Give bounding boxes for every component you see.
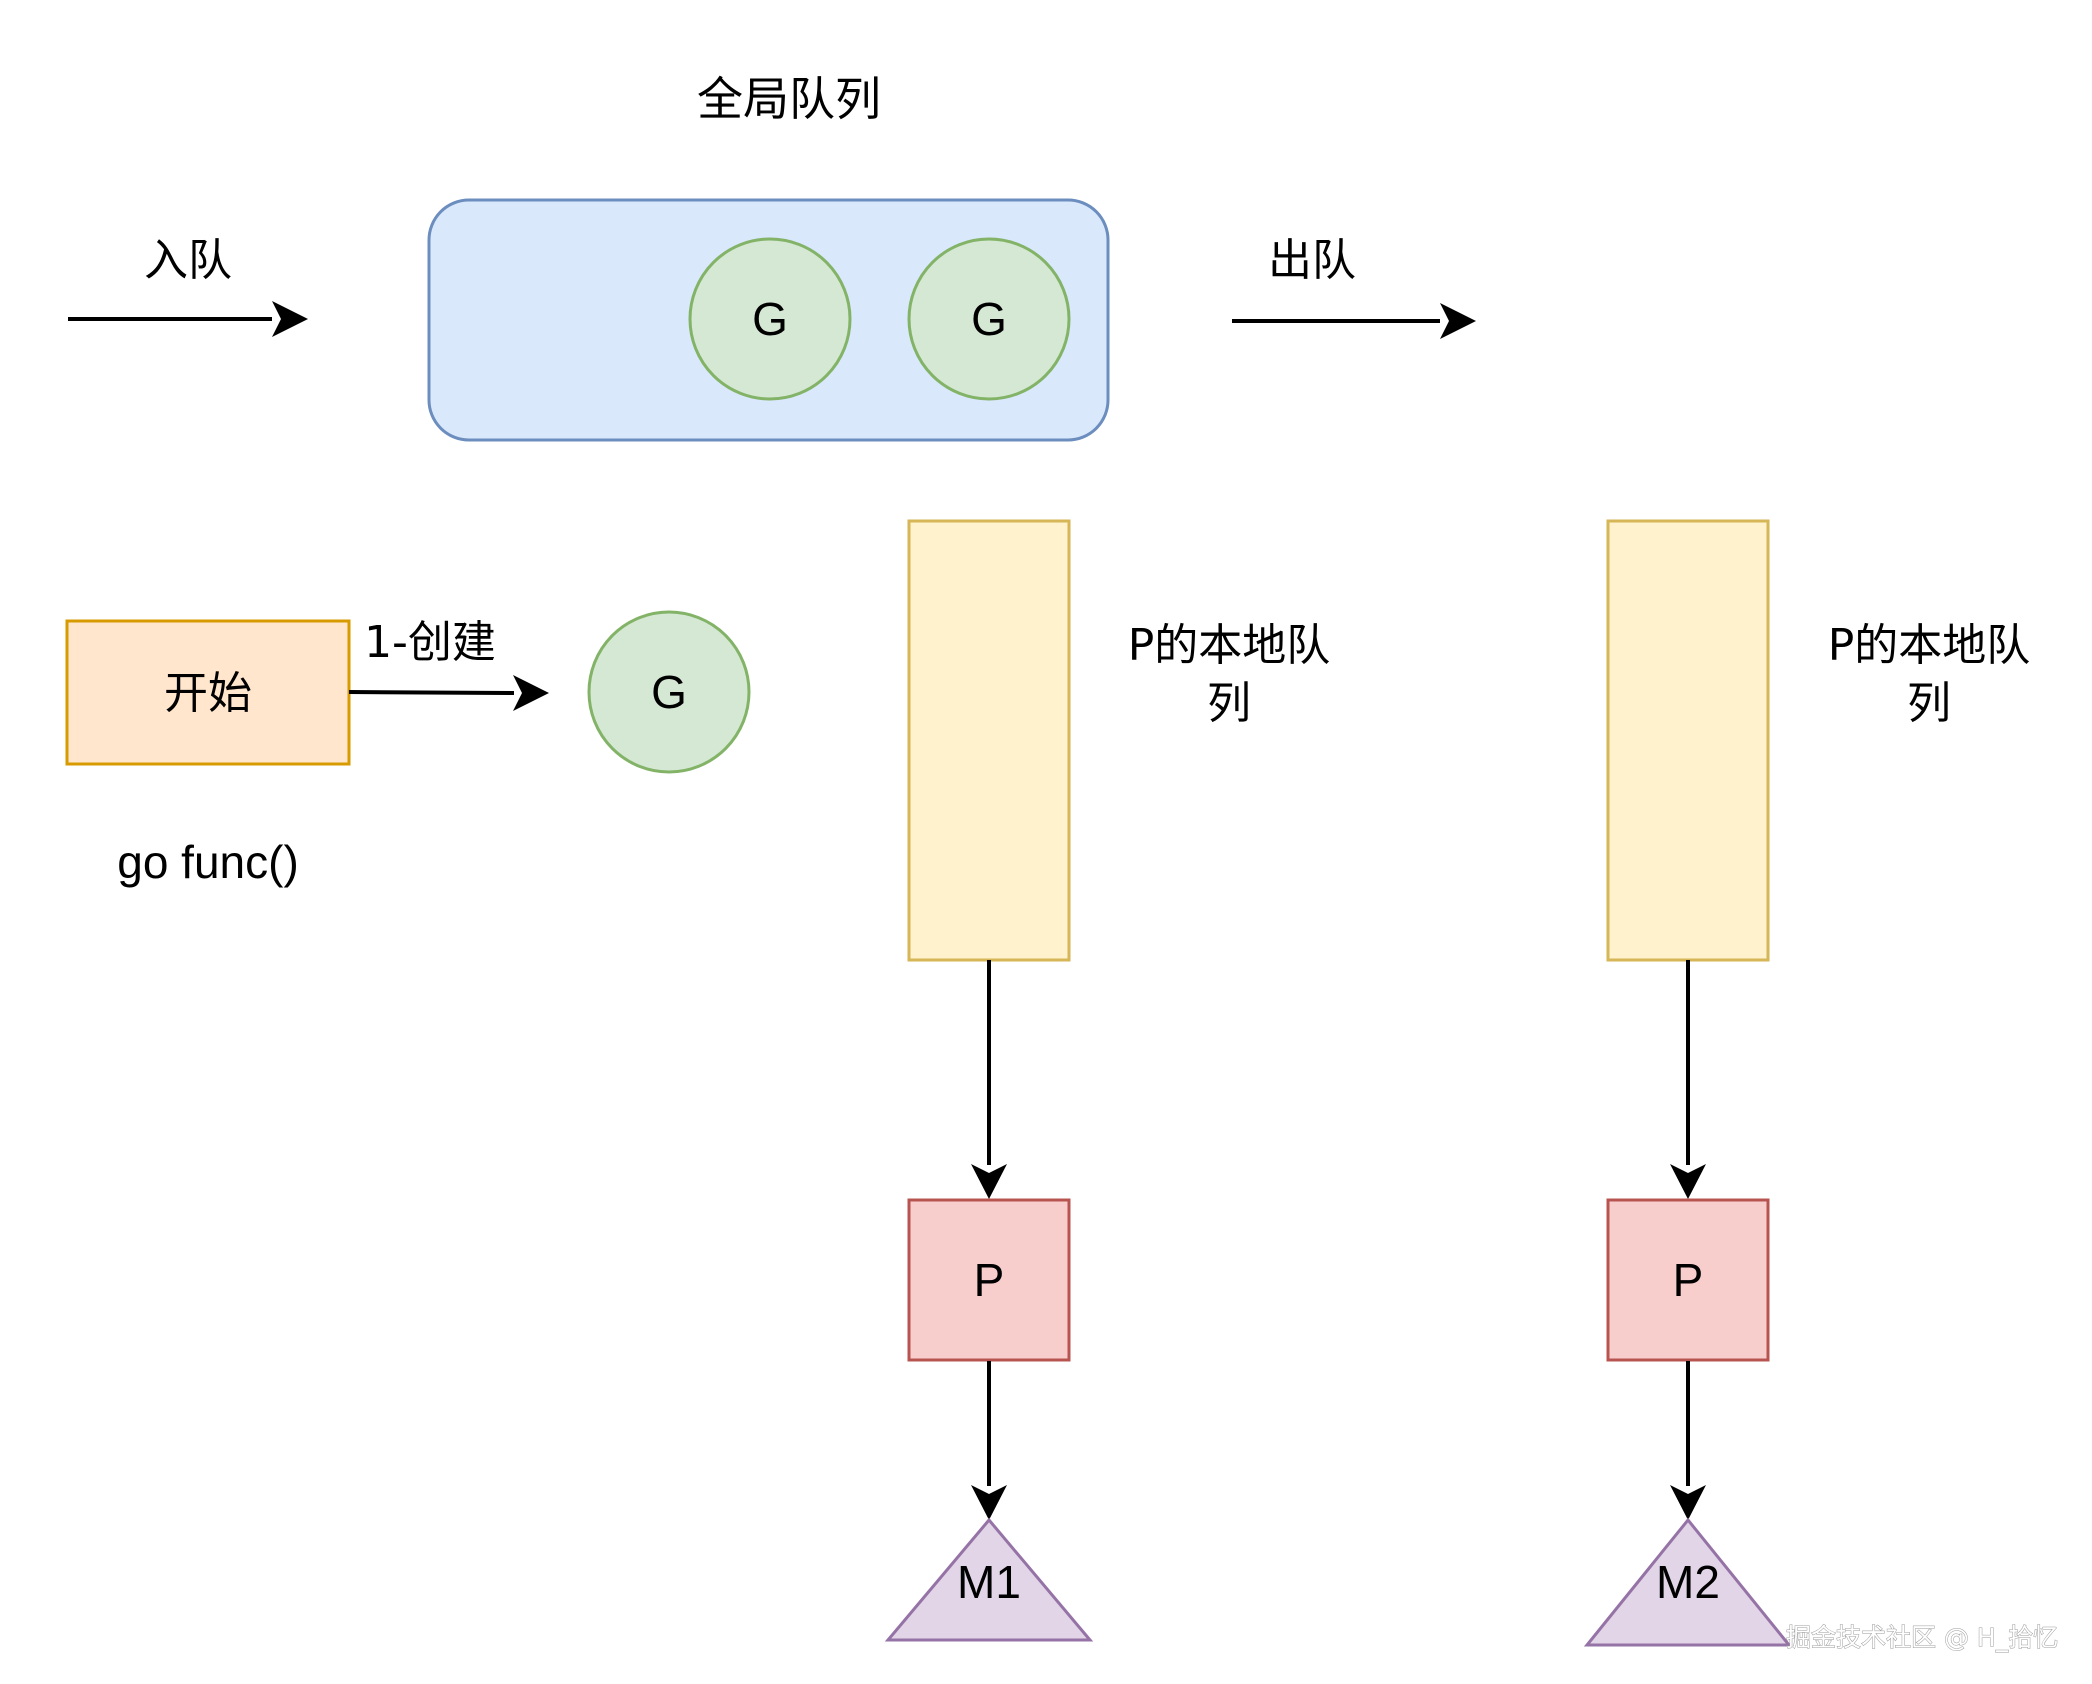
start-node-label: 开始 xyxy=(164,668,252,719)
local-queue-2-label-line1: P的本地队 xyxy=(1828,620,2031,671)
start-node[interactable] xyxy=(65,619,351,766)
machine-m-1[interactable] xyxy=(884,1517,1094,1642)
local-queue-1[interactable] xyxy=(907,519,1071,962)
enqueue-arrowhead xyxy=(272,301,308,337)
create-arrowhead xyxy=(513,675,549,711)
watermark: 掘金技术社区 @ H_拾忆 xyxy=(1786,1623,2058,1652)
enqueue-label: 入队 xyxy=(144,235,232,286)
machine-m-2[interactable] xyxy=(1583,1517,1793,1647)
local-queue-1-label-line2: 列 xyxy=(1207,678,1251,729)
local-queue-1-label-line1: P的本地队 xyxy=(1128,620,1331,671)
goroutine-g-2-label: G xyxy=(971,293,1007,345)
new-goroutine-g[interactable] xyxy=(587,610,751,774)
processor-p-2-label: P xyxy=(1673,1254,1704,1306)
create-arrow xyxy=(348,690,515,695)
go-func-caption: go func() xyxy=(117,836,299,888)
machine-m-2-label: M2 xyxy=(1656,1556,1720,1608)
local-queue-2[interactable] xyxy=(1606,519,1770,962)
create-edge-label: 1-创建 xyxy=(364,617,496,668)
processor-p-1-label: P xyxy=(974,1254,1005,1306)
goroutine-g-2[interactable] xyxy=(907,237,1071,401)
processor-p-2[interactable] xyxy=(1606,1198,1770,1362)
dequeue-label: 出队 xyxy=(1268,235,1356,286)
new-goroutine-g-label: G xyxy=(651,666,687,718)
dequeue-arrowhead xyxy=(1440,303,1476,339)
global-queue-title: 全局队列 xyxy=(697,72,881,126)
goroutine-g-1-label: G xyxy=(752,293,788,345)
p-1-to-m-1-arrowhead xyxy=(971,1485,1007,1520)
processor-p-1[interactable] xyxy=(907,1198,1071,1362)
p-2-to-m-2-arrowhead xyxy=(1670,1485,1706,1520)
goroutine-g-1[interactable] xyxy=(688,237,852,401)
machine-m-1-label: M1 xyxy=(957,1556,1021,1608)
local-queue-1-to-p-arrowhead xyxy=(971,1164,1007,1199)
local-queue-2-label-line2: 列 xyxy=(1907,678,1951,729)
local-queue-2-to-p-arrowhead xyxy=(1670,1164,1706,1199)
